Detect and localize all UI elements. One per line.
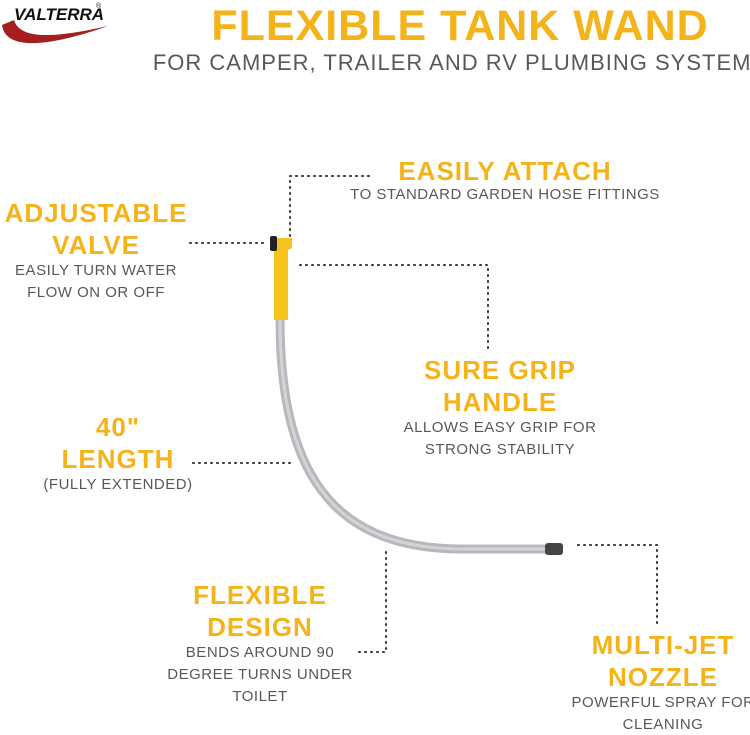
design-leader: [357, 551, 387, 653]
valterra-logo: VALTERRA ®: [2, 2, 108, 44]
page-title: FLEXIBLE TANK WAND: [211, 2, 709, 50]
attach-leader: [289, 175, 373, 237]
feature-multi-jet-nozzle: MULTI-JET NOZZLE POWERFUL SPRAY FOR CLEA…: [571, 630, 750, 733]
svg-text:®: ®: [96, 2, 102, 10]
feature-adjustable-valve: ADJUSTABLE VALVE EASILY TURN WATER FLOW …: [4, 198, 188, 301]
page-subtitle: FOR CAMPER, TRAILER AND RV PLUMBING SYST…: [152, 50, 750, 75]
feature-flexible-design: FLEXIBLE DESIGN BENDS AROUND 90 DEGREE T…: [167, 580, 353, 705]
leader-lines: [189, 175, 658, 653]
grip-leader: [299, 264, 489, 353]
feature-easily-attach: EASILY ATTACH TO STANDARD GARDEN HOSE FI…: [350, 156, 660, 203]
nozzle-tip: [545, 543, 563, 555]
valve-knob: [270, 236, 277, 251]
svg-text:VALTERRA: VALTERRA: [14, 5, 104, 24]
feature-length: 40" LENGTH (FULLY EXTENDED): [43, 412, 193, 493]
tank-wand-image: [270, 236, 563, 555]
yellow-handle: [273, 238, 292, 320]
nozzle-leader: [577, 544, 658, 626]
feature-sure-grip-handle: SURE GRIP HANDLE ALLOWS EASY GRIP FOR ST…: [403, 355, 597, 458]
